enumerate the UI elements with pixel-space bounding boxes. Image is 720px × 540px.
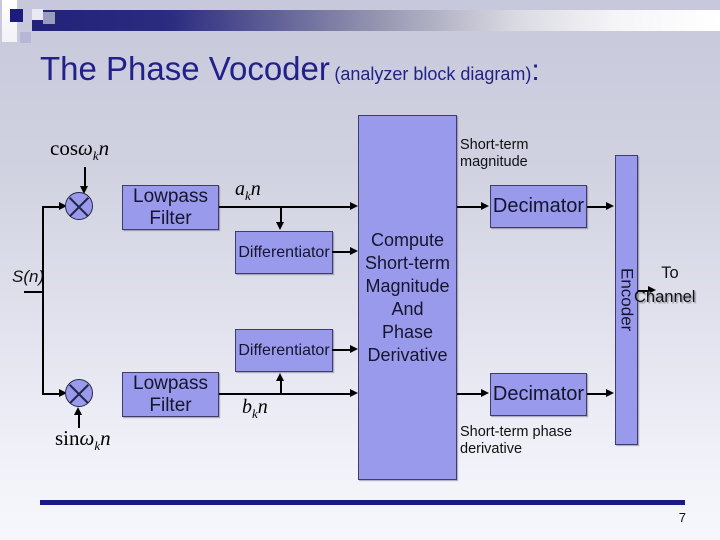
cos-variable: n: [98, 136, 110, 160]
b-subscript: k: [252, 406, 258, 421]
b-base: b: [242, 396, 252, 418]
connector-encoder-out: [638, 290, 650, 292]
sin-modulator-label: sinωkn: [55, 426, 111, 454]
connector-to-mult-top: [43, 206, 60, 208]
arrowhead-into-dec-bottom: [481, 389, 489, 397]
block-decimator-bottom: Decimator: [490, 373, 587, 416]
page-title: The Phase Vocoder (analyzer block diagra…: [40, 50, 700, 88]
cos-symbol: ω: [78, 136, 93, 160]
block-label: Decimator: [492, 383, 585, 405]
decor-light-square: [32, 9, 43, 20]
output-to-label: To: [661, 264, 679, 282]
arrowhead-encoder-out: [648, 286, 656, 294]
b-variable: n: [257, 396, 268, 418]
sin-subscript: k: [94, 438, 101, 454]
block-differentiator-top: Differentiator: [235, 231, 333, 274]
block-lowpass-filter-top: Lowpass Filter: [122, 185, 219, 230]
connector-cos-arrow: [84, 167, 86, 188]
footer-rule: [40, 500, 685, 505]
a-signal-label: akn: [235, 178, 261, 204]
arrowhead-cos-arrow: [80, 186, 88, 194]
annotation-line: derivative: [460, 441, 523, 458]
decor-gray-square: [43, 12, 55, 24]
phase-annotation: Short-term phase derivative: [460, 424, 572, 459]
sin-fn: sin: [55, 426, 80, 450]
connector-diff-top-out: [332, 251, 351, 253]
connector-branch-diff-top: [280, 207, 282, 223]
arrowhead-into-compute-1: [350, 202, 358, 210]
connector-sin-arrow: [78, 414, 80, 428]
connector-input-trunk: [42, 206, 44, 395]
connector-to-mult-bottom: [43, 393, 60, 395]
compute-line: Magnitude: [365, 275, 450, 296]
annotation-line: Short-term: [460, 137, 529, 153]
arrowhead-into-diff-top: [276, 222, 284, 230]
input-signal-label: S(n): [12, 267, 45, 286]
block-lowpass-filter-bottom: Lowpass Filter: [122, 372, 219, 417]
a-variable: n: [250, 178, 261, 200]
connector-compute-dec-bottom: [457, 393, 482, 395]
page-number: 7: [678, 510, 686, 525]
title-subtitle: (analyzer block diagram): [334, 64, 532, 84]
arrowhead-into-diff-bottom: [276, 373, 284, 381]
a-subscript: k: [245, 188, 251, 203]
arrowhead-into-compute-4: [350, 389, 358, 397]
cos-subscript: k: [92, 148, 99, 164]
compute-line: Derivative: [367, 344, 448, 365]
cos-modulator-label: cosωkn: [50, 136, 109, 164]
arrowhead-into-compute-3: [350, 345, 358, 353]
connector-dec-enc-bottom: [587, 393, 608, 395]
title-text: The Phase Vocoder: [40, 50, 330, 87]
connector-lowpass-bottom-out: [219, 393, 351, 395]
magnitude-annotation: Short-term magnitude: [460, 137, 529, 172]
decor-lavender-square: [20, 32, 31, 43]
decor-navy-square: [10, 9, 23, 22]
compute-line: Short-term: [364, 252, 451, 273]
connector-input-stub: [24, 291, 43, 293]
multiplier-icon: [65, 379, 93, 407]
block-label: Lowpass Filter: [133, 185, 208, 229]
block-differentiator-bottom: Differentiator: [235, 329, 333, 372]
annotation-line: Short-term phase: [460, 424, 573, 440]
connector-dec-enc-top: [587, 206, 608, 208]
arrowhead-to-mult-top: [59, 202, 67, 210]
cos-fn: cos: [50, 136, 78, 160]
block-label: Encoder: [617, 268, 637, 332]
block-compute: Compute Short-term Magnitude And Phase D…: [358, 115, 457, 480]
block-label: Differentiator: [238, 243, 330, 261]
connector-lowpass-top-out: [219, 206, 351, 208]
connector-compute-dec-top: [457, 206, 482, 208]
a-base: a: [235, 178, 245, 200]
title-colon: :: [531, 54, 540, 87]
output-channel-label: Channel: [634, 288, 696, 306]
sin-symbol: ω: [79, 426, 95, 450]
compute-line: And: [391, 298, 424, 319]
block-label: Lowpass Filter: [133, 372, 208, 416]
connector-diff-bottom-out: [332, 349, 351, 351]
arrowhead-into-enc-bottom: [606, 389, 614, 397]
multiplier-icon: [65, 192, 93, 220]
b-signal-label: bkn: [242, 396, 268, 422]
annotation-line: magnitude: [460, 154, 528, 171]
block-encoder: Encoder: [615, 155, 638, 445]
connector-branch-diff-bottom: [280, 380, 282, 394]
compute-line: Compute: [370, 229, 445, 250]
arrowhead-sin-arrow: [74, 407, 82, 415]
block-label: Decimator: [492, 195, 585, 217]
arrowhead-into-compute-2: [350, 247, 358, 255]
arrowhead-into-enc-top: [606, 202, 614, 210]
compute-line: Phase: [381, 321, 434, 342]
arrowhead-into-dec-top: [481, 202, 489, 210]
block-label: Differentiator: [238, 341, 330, 359]
sin-variable: n: [100, 426, 111, 450]
header-gradient-bar: [32, 10, 720, 31]
block-decimator-top: Decimator: [490, 185, 587, 228]
arrowhead-to-mult-bottom: [59, 389, 67, 397]
